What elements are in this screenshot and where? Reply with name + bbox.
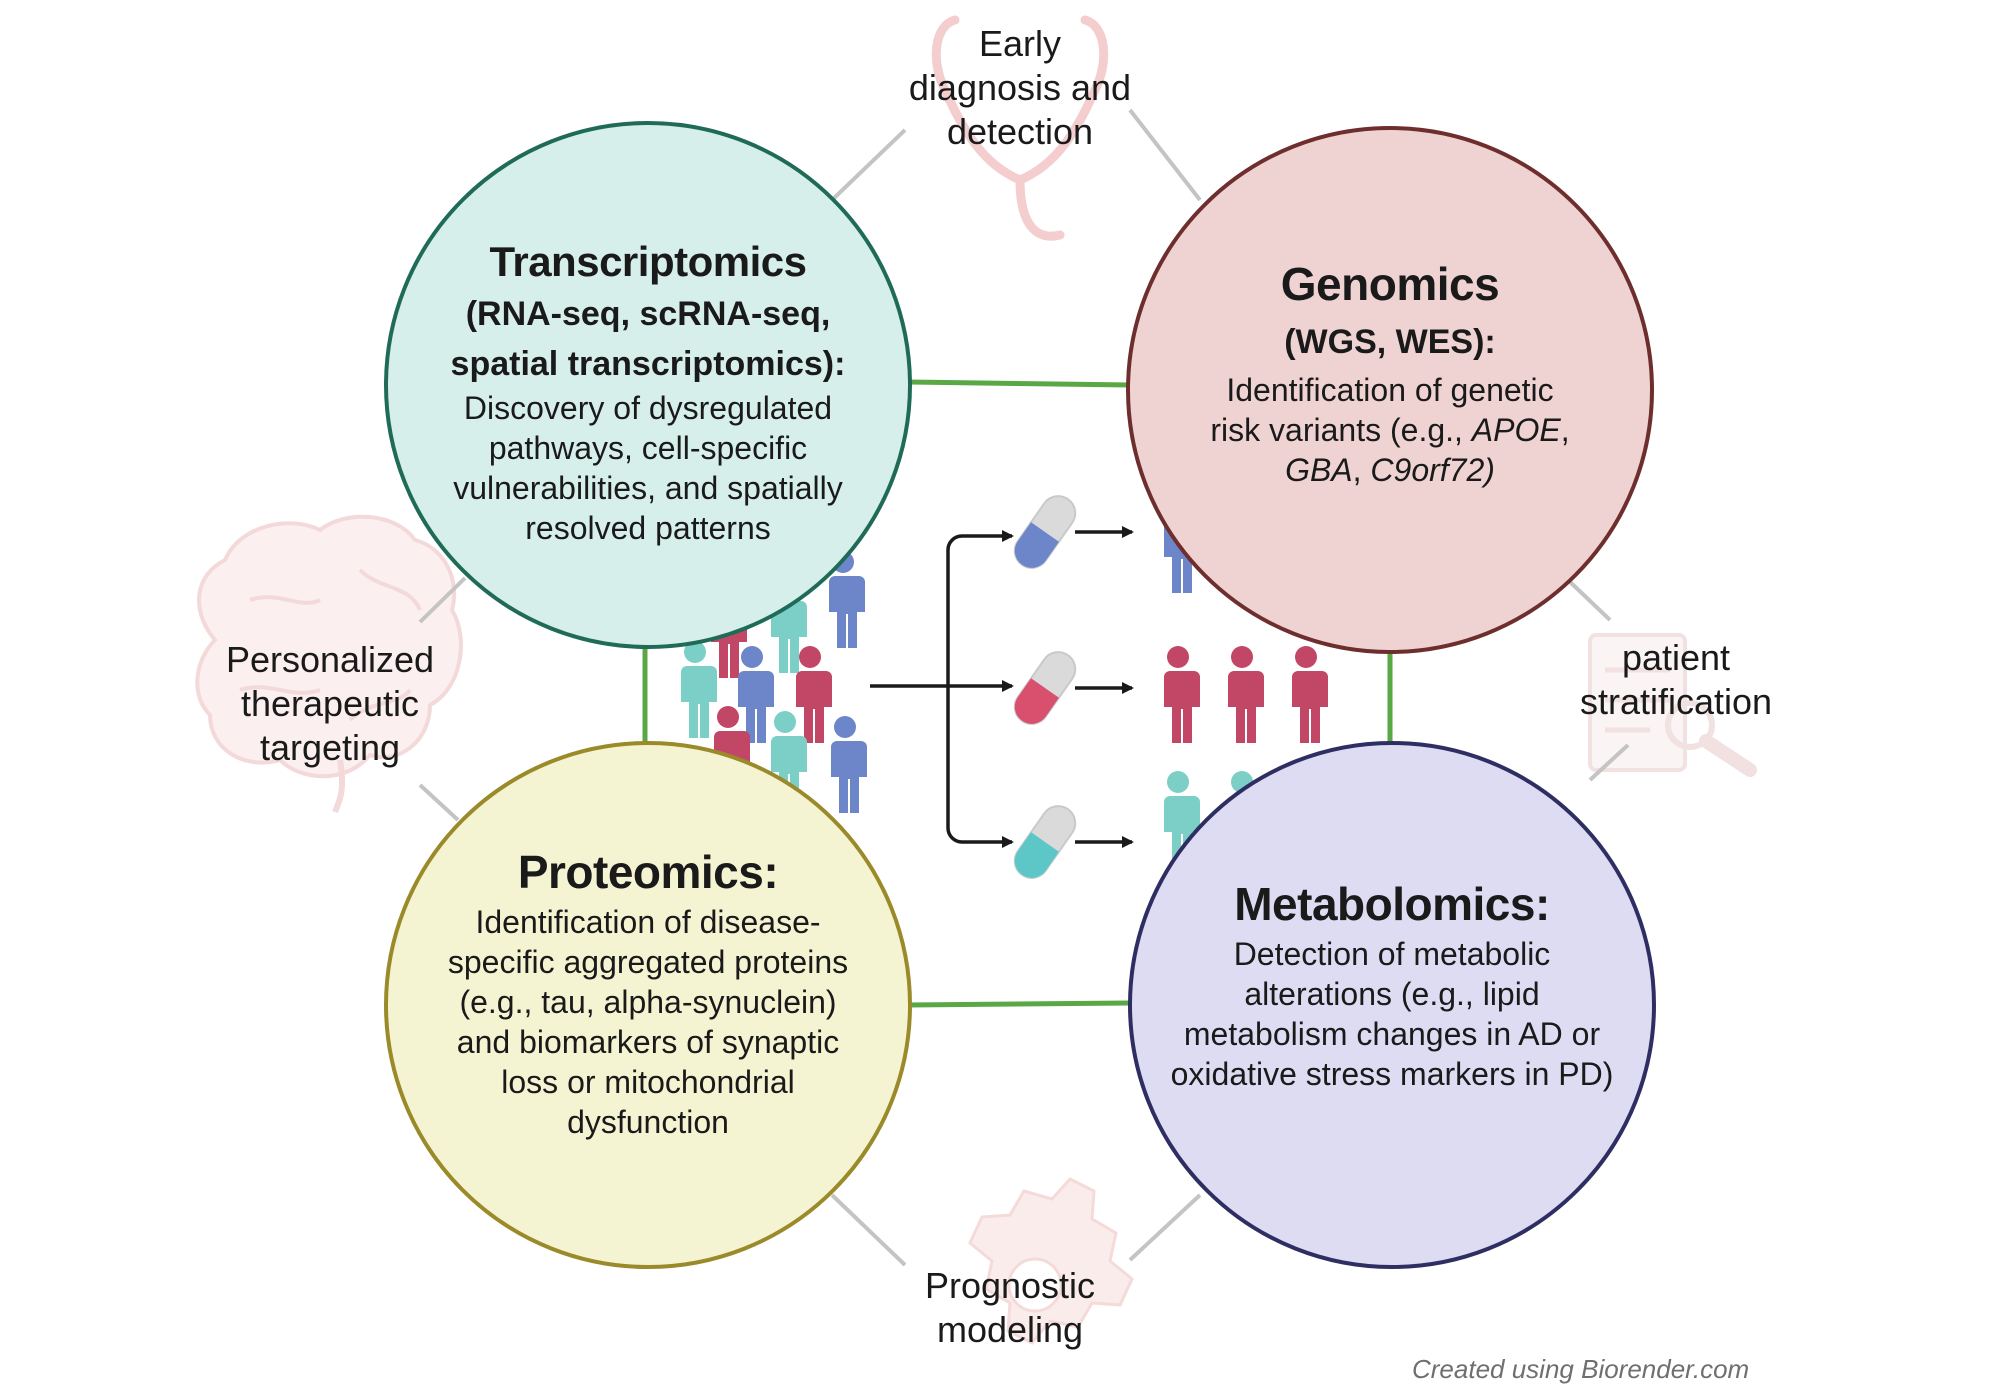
proteomics-desc-line4: and biomarkers of synaptic (456, 1024, 840, 1060)
genomics-circle (1126, 126, 1654, 654)
biorender-credit: Created using Biorender.com (1412, 1354, 1750, 1384)
gene-apoe: APOE (1471, 412, 1561, 448)
early-diagnosis-line3: detection (946, 111, 1094, 152)
connector-metabolomics-prognostic (1128, 1193, 1202, 1262)
genomics-label: Genomics (WGS, WES): Identification of g… (1140, 254, 1640, 490)
transcriptomics-label: Transcriptomics (RNA-seq, scRNA-seq, spa… (398, 236, 898, 548)
connector-proteomics-prognostic (830, 1193, 907, 1267)
connector-transcriptomics-personalized (418, 576, 467, 624)
pill-red-icon (1013, 651, 1077, 725)
prognostic-modeling-label: Prognostic modeling (880, 1264, 1140, 1352)
early-diagnosis-label: Early diagnosis and detection (880, 22, 1160, 154)
connector-genomics-stratification (1566, 578, 1612, 622)
connector-transcriptomics-genomics (907, 379, 1131, 388)
metabolomics-desc-line4: oxidative stress markers in PD) (1170, 1056, 1614, 1092)
genomics-methods: (WGS, WES): (1284, 323, 1496, 361)
personalized-line3: targeting (259, 727, 401, 768)
transcriptomics-title: Transcriptomics (489, 238, 807, 285)
proteomics-title: Proteomics: (517, 846, 779, 898)
gene-gba: GBA (1285, 452, 1353, 488)
stratification-arrows (870, 526, 1134, 848)
prognostic-line1: Prognostic (924, 1265, 1096, 1306)
connector-proteomics-metabolomics (907, 1000, 1131, 1008)
metabolomics-desc-line2: alterations (e.g., lipid (1244, 976, 1540, 1012)
connector-genomics-early-diagnosis (1128, 108, 1202, 202)
genomics-desc-comma: , (1560, 412, 1570, 448)
personalized-line1: Personalized (225, 639, 435, 680)
proteomics-desc-line2: specific aggregated proteins (447, 944, 849, 980)
transcriptomics-circle (384, 121, 912, 649)
prognostic-line2: modeling (936, 1309, 1084, 1350)
connector-transcriptomics-early-diagnosis (830, 128, 907, 202)
transcriptomics-desc-line4: resolved patterns (525, 510, 771, 546)
clipboard-magnifier-icon (1588, 633, 1757, 777)
stratification-line2: stratification (1579, 681, 1773, 722)
brain-icon (195, 514, 463, 814)
patient-group-to-pill-icon (679, 495, 1328, 879)
metabolomics-title: Metabolomics: (1234, 878, 1550, 930)
transcriptomics-desc-line3: vulnerabilities, and spatially (453, 470, 843, 506)
connector-metabolomics-stratification (1588, 743, 1630, 782)
patient-group-red (1162, 646, 1328, 743)
proteomics-desc-line1: Identification of disease- (475, 904, 821, 940)
transcriptomics-methods-line2: spatial transcriptomics): (450, 345, 846, 383)
gene-c9orf72: C9orf72) (1370, 452, 1495, 488)
genomics-title: Genomics (1280, 258, 1500, 310)
genomics-desc-separator: , (1352, 452, 1371, 488)
stethoscope-icon (931, 15, 1109, 241)
pill-teal-icon (1013, 805, 1077, 879)
early-diagnosis-line2: diagnosis and (908, 67, 1132, 108)
stratification-line1: patient (1621, 637, 1731, 678)
outcome-connectors (418, 108, 1630, 1267)
metabolomics-label: Metabolomics: Detection of metabolic alt… (1142, 874, 1642, 1094)
personalized-line2: therapeutic (240, 683, 420, 724)
genomics-desc-line2: risk variants (e.g., APOE, (1140, 410, 1640, 450)
proteomics-desc-line5: loss or mitochondrial (501, 1064, 795, 1100)
proteomics-desc-line6: dysfunction (567, 1104, 729, 1140)
gear-icon (968, 1177, 1134, 1345)
genomics-desc-line1: Identification of genetic (1226, 372, 1554, 408)
metabolomics-desc-line1: Detection of metabolic (1233, 936, 1551, 972)
personalized-targeting-label: Personalized therapeutic targeting (200, 638, 460, 770)
pill-blue-icon (1013, 495, 1077, 569)
connector-proteomics-personalized (418, 783, 460, 822)
transcriptomics-desc-line2: pathways, cell-specific (488, 430, 808, 466)
metabolomics-circle (1128, 741, 1656, 1269)
omics-connectors (642, 379, 1393, 1008)
genomics-desc-text: risk variants (e.g., (1210, 412, 1472, 448)
proteomics-label: Proteomics: Identification of disease- s… (398, 842, 898, 1142)
genomics-desc-line3: GBA, C9orf72) (1140, 450, 1640, 490)
transcriptomics-methods-line1: (RNA-seq, scRNA-seq, (465, 295, 831, 333)
early-diagnosis-line1: Early (978, 23, 1062, 64)
transcriptomics-desc-line1: Discovery of dysregulated (463, 390, 833, 426)
patient-stratification-label: patient stratification (1556, 636, 1796, 724)
proteomics-circle (384, 741, 912, 1269)
metabolomics-desc-line3: metabolism changes in AD or (1183, 1016, 1601, 1052)
proteomics-desc-line3: (e.g., tau, alpha-synuclein) (459, 984, 837, 1020)
